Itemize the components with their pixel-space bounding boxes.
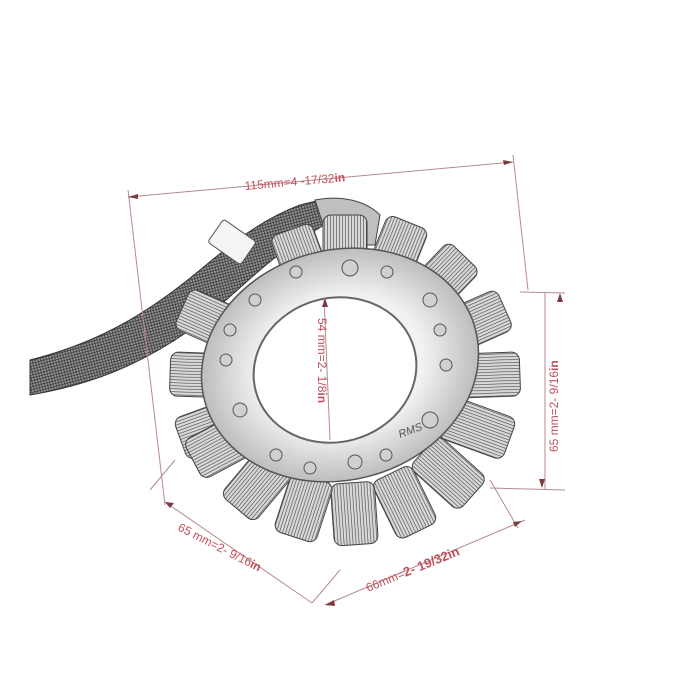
right-height-label: 65 mm=2- 9/16in [547,360,561,452]
outer-diameter-label: 115mm=4 -17/32in [244,170,346,193]
wire-clip [208,219,256,265]
inner-diameter-label: 54 mm=2- 1/8in [315,318,329,403]
dimension-lines [127,154,566,606]
mounting-holes [219,259,453,475]
lower-left-label: 65 mm=2- 9/16in [176,520,264,574]
stator-ring: RMS [200,247,480,483]
stator-bore [252,296,418,444]
lower-right-label: 66mm=2- 19/32in [364,544,462,595]
